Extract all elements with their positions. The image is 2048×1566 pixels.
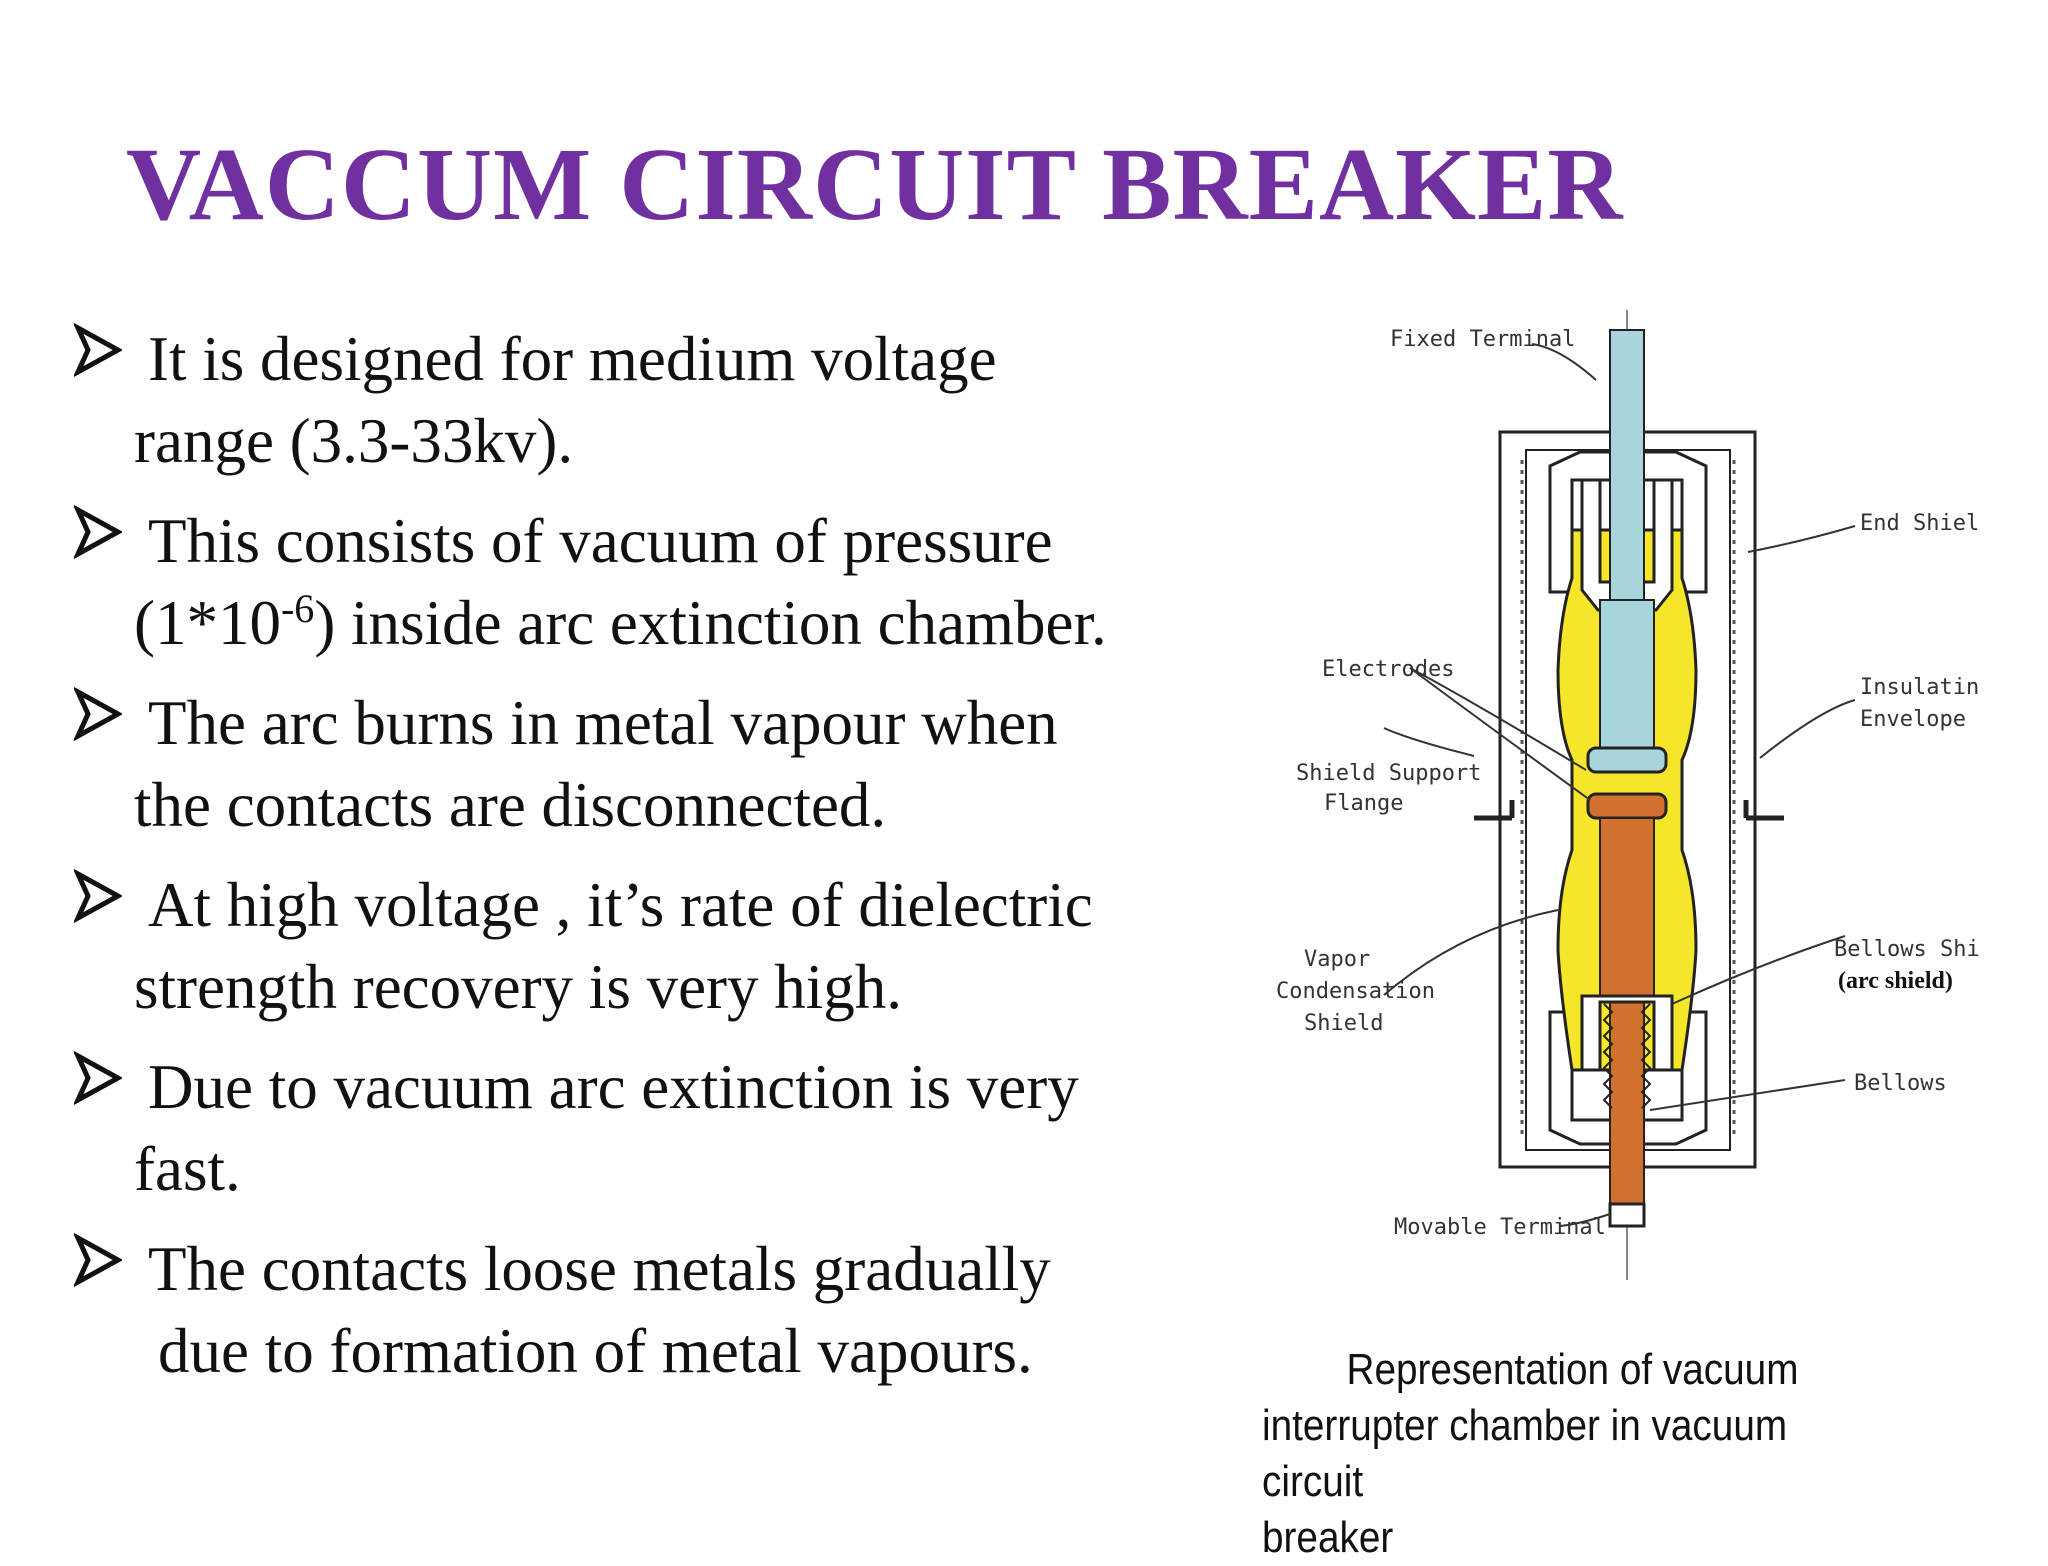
bullet-item: The arc burns in metal vapour when the c…: [74, 682, 1214, 846]
bullet-line: This consists of vacuum of pressure: [148, 506, 1053, 576]
bullet-line: fast.: [134, 1134, 241, 1204]
movable-electrode: [1599, 817, 1655, 997]
bullet-line: At high voltage , it’s rate of dielectri…: [148, 870, 1093, 940]
caption-line: Representation of vacuum: [1346, 1345, 1799, 1394]
bullet-item: At high voltage , it’s rate of dielectri…: [74, 864, 1214, 1028]
bellows-shield: [1580, 994, 1674, 1072]
bullet-line: due to formation of metal vapours.: [158, 1316, 1033, 1386]
bullet-line: (1*10-6) inside arc extinction chamber.: [134, 582, 1214, 664]
bullet-item: This consists of vacuum of pressure (1*1…: [74, 500, 1214, 664]
arrow-bullet-icon: [74, 322, 122, 378]
label-insulating: Insulating: [1860, 675, 1980, 700]
slide-title: VACCUM CIRCUIT BREAKER: [126, 127, 1624, 242]
label-envelope: Envelope: [1860, 707, 1966, 732]
bullet-item: The contacts loose metals gradually due …: [74, 1228, 1214, 1392]
leader-lines: [1383, 343, 1856, 1227]
caption-line: breaker: [1262, 1513, 1394, 1562]
bullet-line: strength recovery is very high.: [134, 952, 903, 1022]
caption-line: interrupter chamber in vacuum circuit: [1262, 1401, 1788, 1506]
label-vapor: Vapor: [1304, 947, 1370, 972]
arrow-bullet-icon: [74, 504, 122, 560]
bullet-line: It is designed for medium voltage: [148, 324, 997, 394]
label-arc-shield: (arc shield): [1838, 968, 1953, 994]
bullet-item: It is designed for medium voltage range …: [74, 318, 1214, 482]
arrow-bullet-icon: [74, 1050, 122, 1106]
fixed-electrode-stem: [1609, 329, 1645, 601]
label-electrodes: Electrodes: [1322, 657, 1454, 682]
bullet-list: It is designed for medium voltage range …: [74, 318, 1214, 1410]
fixed-electrode-lower: [1599, 599, 1655, 749]
diagram-svg: Fixed Terminal End Shield Electrodes Ins…: [1276, 310, 1980, 1280]
superscript: -6: [280, 586, 315, 631]
label-bellows: Bellows: [1854, 1071, 1947, 1096]
bullet-item: Due to vacuum arc extinction is very fas…: [74, 1046, 1214, 1210]
fixed-contact-disc: [1586, 746, 1668, 774]
bullet-line: The arc burns in metal vapour when: [148, 688, 1058, 758]
bellows: [1602, 1003, 1652, 1109]
arrow-bullet-icon: [74, 686, 122, 742]
bullet-line: range (3.3-33kv).: [134, 406, 574, 476]
arrow-bullet-icon: [74, 1232, 122, 1288]
movable-terminal-nut: [1608, 1202, 1646, 1228]
movable-contact-disc: [1586, 792, 1668, 820]
vacuum-interrupter-diagram: Fixed Terminal End Shield Electrodes Ins…: [1260, 290, 1980, 1290]
label-flange: Flange: [1324, 791, 1403, 816]
label-end-shield: End Shield: [1860, 511, 1980, 536]
label-movable-terminal: Movable Terminal: [1394, 1215, 1606, 1240]
label-shield-support: Shield Support: [1296, 761, 1481, 786]
label-condensation: Condensation: [1276, 979, 1435, 1004]
label-fixed-terminal: Fixed Terminal: [1390, 327, 1575, 352]
bullet-line: Due to vacuum arc extinction is very: [148, 1052, 1079, 1122]
label-shield: Shield: [1304, 1011, 1383, 1036]
diagram-caption: Representation of vacuum interrupter cha…: [1262, 1342, 1825, 1566]
bullet-line: the contacts are disconnected.: [134, 770, 887, 840]
movable-electrode-stem: [1609, 995, 1645, 1205]
bullet-text-part: ) inside arc extinction chamber.: [314, 588, 1107, 658]
arrow-bullet-icon: [74, 868, 122, 924]
bullet-line: The contacts loose metals gradually: [148, 1234, 1051, 1304]
label-bellows-shield: Bellows Shield: [1834, 937, 1980, 962]
bullet-text-part: (1*10: [134, 588, 281, 658]
